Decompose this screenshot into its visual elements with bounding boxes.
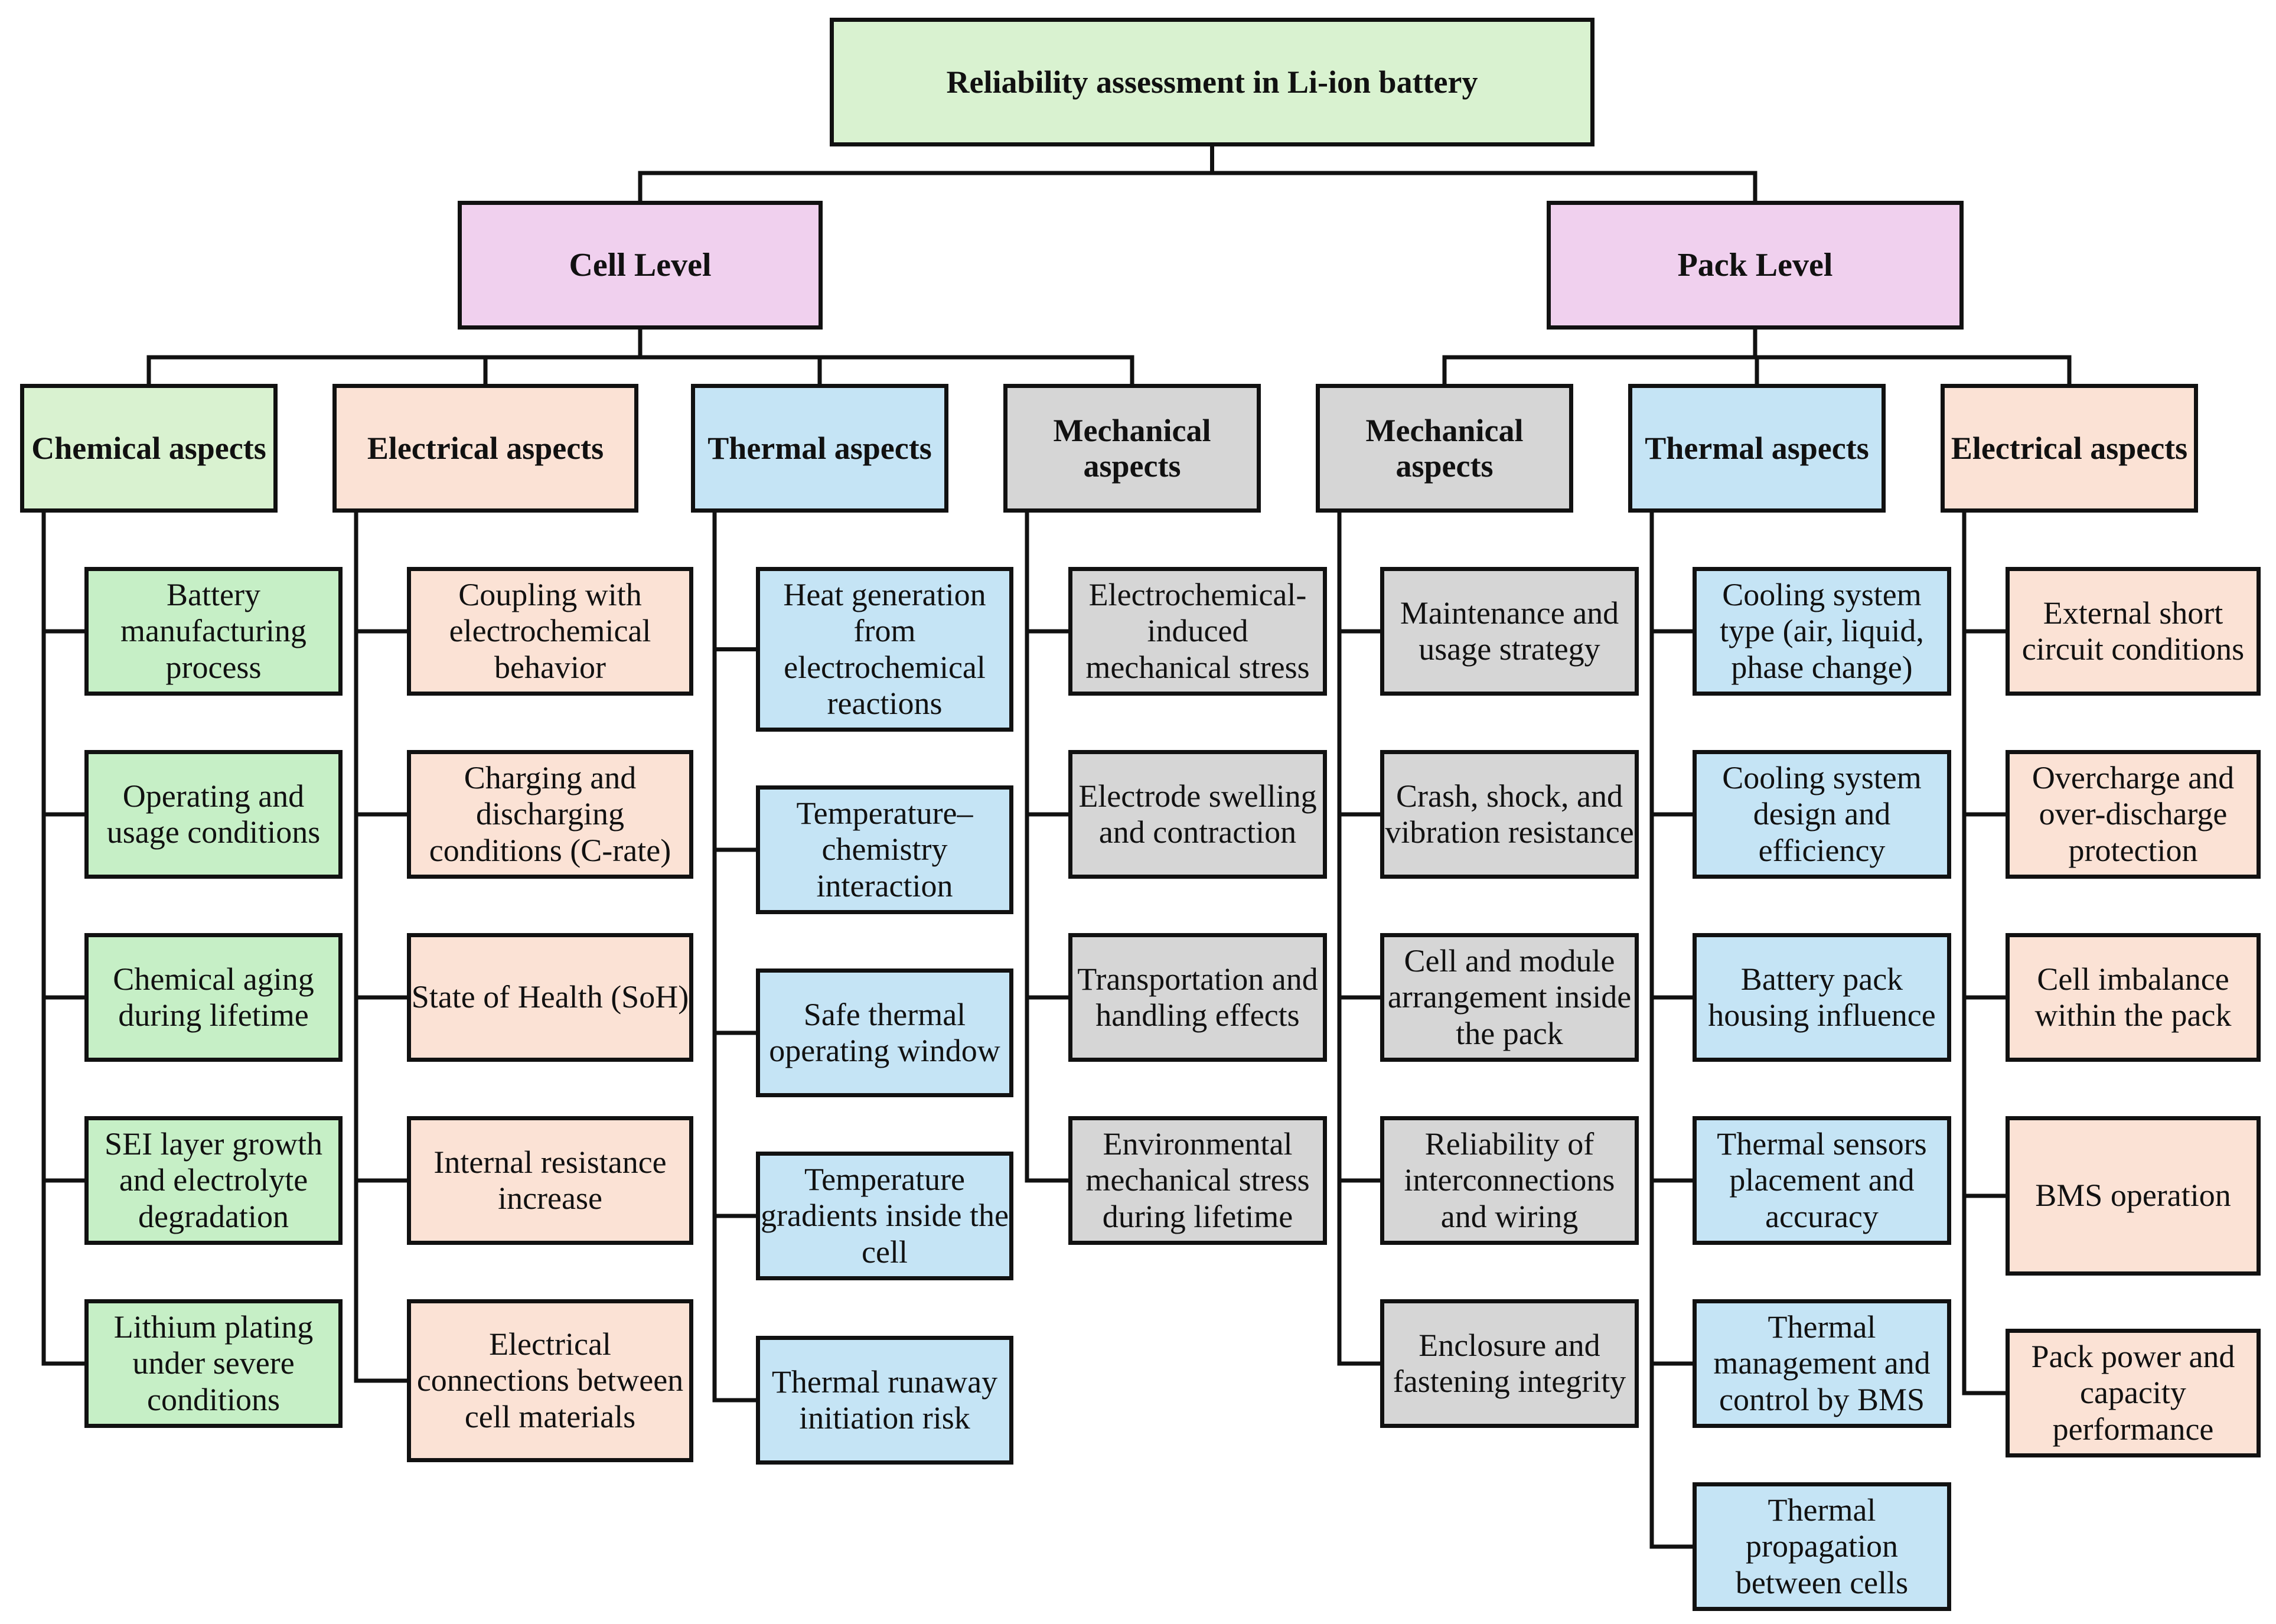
leaf-node-7-3: Cell imbalance within the pack (2006, 933, 2261, 1062)
leaf-node-6-3-label: Battery pack housing influence (1708, 961, 1936, 1033)
leaf-node-4-1: Electrochemical-induced mechanical stres… (1068, 567, 1327, 696)
leaf-node-6-1-label: Cooling system type (air, liquid, phase … (1720, 577, 1924, 685)
leaf-node-7-4: BMS operation (2006, 1116, 2261, 1276)
leaf-node-5-4: Reliability of interconnections and wiri… (1380, 1116, 1639, 1245)
root-title: Reliability assessment in Li-ion battery (946, 64, 1478, 100)
leaf-node-3-3-label: Safe thermal operating window (769, 996, 1000, 1068)
leaf-node-5-2: Crash, shock, and vibration resistance (1380, 750, 1639, 879)
leaf-node-2-3: State of Health (SoH) (407, 933, 693, 1062)
leaf-node-2-4: Internal resistance increase (407, 1116, 693, 1245)
leaf-node-4-2-label: Electrode swelling and contraction (1078, 778, 1317, 850)
leaf-node-4-3-label: Transportation and handling effects (1077, 961, 1318, 1033)
leaf-node-3-4: Temperature gradients inside the cell (756, 1152, 1013, 1280)
aspect-node-5: Mechanical aspects (1316, 384, 1573, 513)
leaf-node-6-2-label: Cooling system design and efficiency (1722, 760, 1922, 868)
aspect-node-4: Mechanical aspects (1003, 384, 1261, 513)
aspect-node-7-label: Electrical aspects (1951, 430, 2188, 466)
leaf-node-1-3: Chemical aging during lifetime (84, 933, 343, 1062)
leaf-node-6-6: Thermal propagation between cells (1693, 1482, 1951, 1611)
leaf-node-5-4-label: Reliability of interconnections and wiri… (1404, 1126, 1615, 1234)
leaf-node-4-4-label: Environmental mechanical stress during l… (1085, 1126, 1310, 1234)
leaf-node-3-5: Thermal runaway initiation risk (756, 1336, 1013, 1465)
leaf-node-5-3-label: Cell and module arrangement inside the p… (1387, 943, 1632, 1051)
aspect-node-1-label: Chemical aspects (31, 430, 266, 466)
leaf-node-3-2: Temperature–chemistry interaction (756, 785, 1013, 914)
leaf-node-1-1-label: Battery manufacturing process (120, 577, 306, 685)
leaf-node-7-2: Overcharge and over-discharge protection (2006, 750, 2261, 879)
leaf-node-7-1-label: External short circuit conditions (2021, 595, 2245, 667)
leaf-node-7-1: External short circuit conditions (2006, 567, 2261, 696)
leaf-node-1-2-label: Operating and usage conditions (106, 778, 321, 850)
leaf-node-2-5: Electrical connections between cell mate… (407, 1299, 693, 1462)
leaf-node-7-2-label: Overcharge and over-discharge protection (2032, 760, 2235, 868)
leaf-node-7-3-label: Cell imbalance within the pack (2034, 961, 2232, 1033)
aspect-node-1: Chemical aspects (20, 384, 278, 513)
leaf-node-1-4: SEI layer growth and electrolyte degrada… (84, 1116, 343, 1245)
leaf-node-4-4: Environmental mechanical stress during l… (1068, 1116, 1327, 1245)
leaf-node-5-3: Cell and module arrangement inside the p… (1380, 933, 1639, 1062)
leaf-node-6-1: Cooling system type (air, liquid, phase … (1693, 567, 1951, 696)
leaf-node-7-5-label: Pack power and capacity performance (2031, 1339, 2235, 1447)
leaf-node-6-4: Thermal sensors placement and accuracy (1693, 1116, 1951, 1245)
leaf-node-1-3-label: Chemical aging during lifetime (113, 961, 314, 1033)
leaf-node-2-3-label: State of Health (SoH) (411, 979, 689, 1015)
leaf-node-1-1: Battery manufacturing process (84, 567, 343, 696)
aspect-node-4-label: Mechanical aspects (1053, 412, 1211, 484)
leaf-node-3-1-label: Heat generation from electrochemical rea… (783, 577, 986, 721)
aspect-node-6: Thermal aspects (1628, 384, 1886, 513)
leaf-node-5-2-label: Crash, shock, and vibration resistance (1385, 778, 1634, 850)
leaf-node-1-5-label: Lithium plating under severe conditions (113, 1309, 314, 1417)
leaf-node-7-5: Pack power and capacity performance (2006, 1329, 2261, 1457)
leaf-node-4-1-label: Electrochemical-induced mechanical stres… (1085, 577, 1310, 685)
leaf-node-6-5: Thermal management and control by BMS (1693, 1299, 1951, 1428)
leaf-node-2-2: Charging and discharging conditions (C-r… (407, 750, 693, 879)
leaf-node-2-1: Coupling with electrochemical behavior (407, 567, 693, 696)
leaf-node-3-3: Safe thermal operating window (756, 968, 1013, 1097)
leaf-node-5-1-label: Maintenance and usage strategy (1400, 595, 1619, 667)
leaf-node-3-5-label: Thermal runaway initiation risk (771, 1364, 998, 1436)
leaf-node-1-4-label: SEI layer growth and electrolyte degrada… (105, 1126, 322, 1234)
leaf-node-6-3: Battery pack housing influence (1693, 933, 1951, 1062)
leaf-node-2-5-label: Electrical connections between cell mate… (416, 1326, 684, 1434)
leaf-node-6-5-label: Thermal management and control by BMS (1713, 1309, 1931, 1417)
level-node-1: Cell Level (458, 201, 823, 330)
leaf-node-1-5: Lithium plating under severe conditions (84, 1299, 343, 1428)
aspect-node-2: Electrical aspects (332, 384, 638, 513)
leaf-node-4-3: Transportation and handling effects (1068, 933, 1327, 1062)
aspect-node-3-label: Thermal aspects (707, 430, 932, 466)
leaf-node-6-6-label: Thermal propagation between cells (1735, 1492, 1909, 1600)
aspect-node-7: Electrical aspects (1941, 384, 2198, 513)
leaf-node-7-4-label: BMS operation (2035, 1178, 2231, 1214)
leaf-node-5-5: Enclosure and fastening integrity (1380, 1299, 1639, 1428)
level-node-2: Pack Level (1547, 201, 1964, 330)
leaf-node-4-2: Electrode swelling and contraction (1068, 750, 1327, 879)
level-node-1-label: Cell Level (569, 247, 712, 283)
leaf-node-2-2-label: Charging and discharging conditions (C-r… (429, 760, 671, 868)
leaf-node-5-1: Maintenance and usage strategy (1380, 567, 1639, 696)
aspect-node-5-label: Mechanical aspects (1365, 412, 1524, 484)
leaf-node-6-4-label: Thermal sensors placement and accuracy (1717, 1126, 1927, 1234)
leaf-node-3-1: Heat generation from electrochemical rea… (756, 567, 1013, 732)
leaf-node-5-5-label: Enclosure and fastening integrity (1393, 1327, 1626, 1399)
leaf-node-6-2: Cooling system design and efficiency (1693, 750, 1951, 879)
leaf-node-1-2: Operating and usage conditions (84, 750, 343, 879)
leaf-node-2-4-label: Internal resistance increase (433, 1144, 667, 1216)
level-node-2-label: Pack Level (1677, 247, 1833, 283)
aspect-node-2-label: Electrical aspects (367, 430, 604, 466)
leaf-node-3-4-label: Temperature gradients inside the cell (761, 1162, 1009, 1270)
leaf-node-3-2-label: Temperature–chemistry interaction (796, 795, 973, 904)
root-node: Reliability assessment in Li-ion battery (830, 18, 1594, 146)
aspect-node-6-label: Thermal aspects (1645, 430, 1869, 466)
leaf-node-2-1-label: Coupling with electrochemical behavior (449, 577, 651, 685)
aspect-node-3: Thermal aspects (691, 384, 948, 513)
